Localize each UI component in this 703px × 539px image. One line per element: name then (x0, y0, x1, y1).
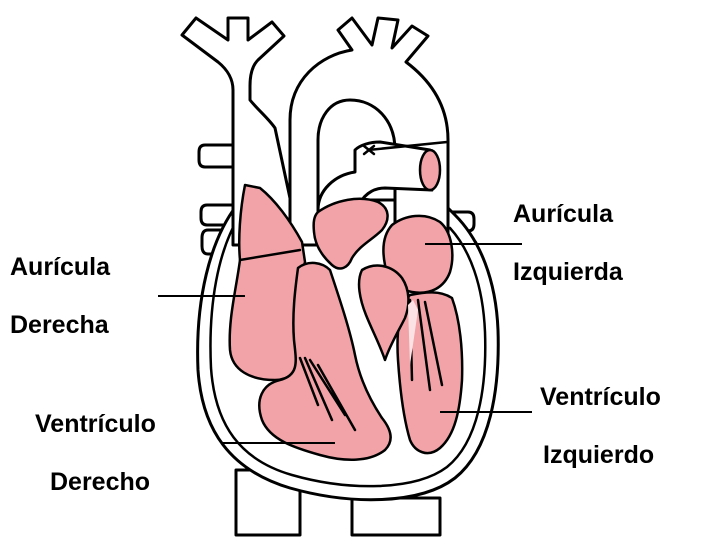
label-right-atrium-line1: Aurícula (10, 253, 111, 281)
label-left-ventricle-line1: Ventrículo (540, 383, 661, 411)
label-right-ventricle-line2: Derecho (50, 468, 150, 496)
label-left-ventricle-line2: Izquierdo (543, 441, 654, 469)
label-left-atrium-line1: Aurícula (513, 200, 614, 228)
pulmonary-artery-opening (420, 150, 440, 190)
left-ventricle-chamber (398, 292, 463, 453)
label-right-atrium-line2: Derecha (10, 311, 110, 339)
label-right-ventricle-line1: Ventrículo (35, 410, 156, 438)
label-left-atrium-line2: Izquierda (513, 258, 624, 286)
bottom-vessel (352, 498, 440, 535)
pulmonary-vein-stub-1 (199, 145, 232, 167)
